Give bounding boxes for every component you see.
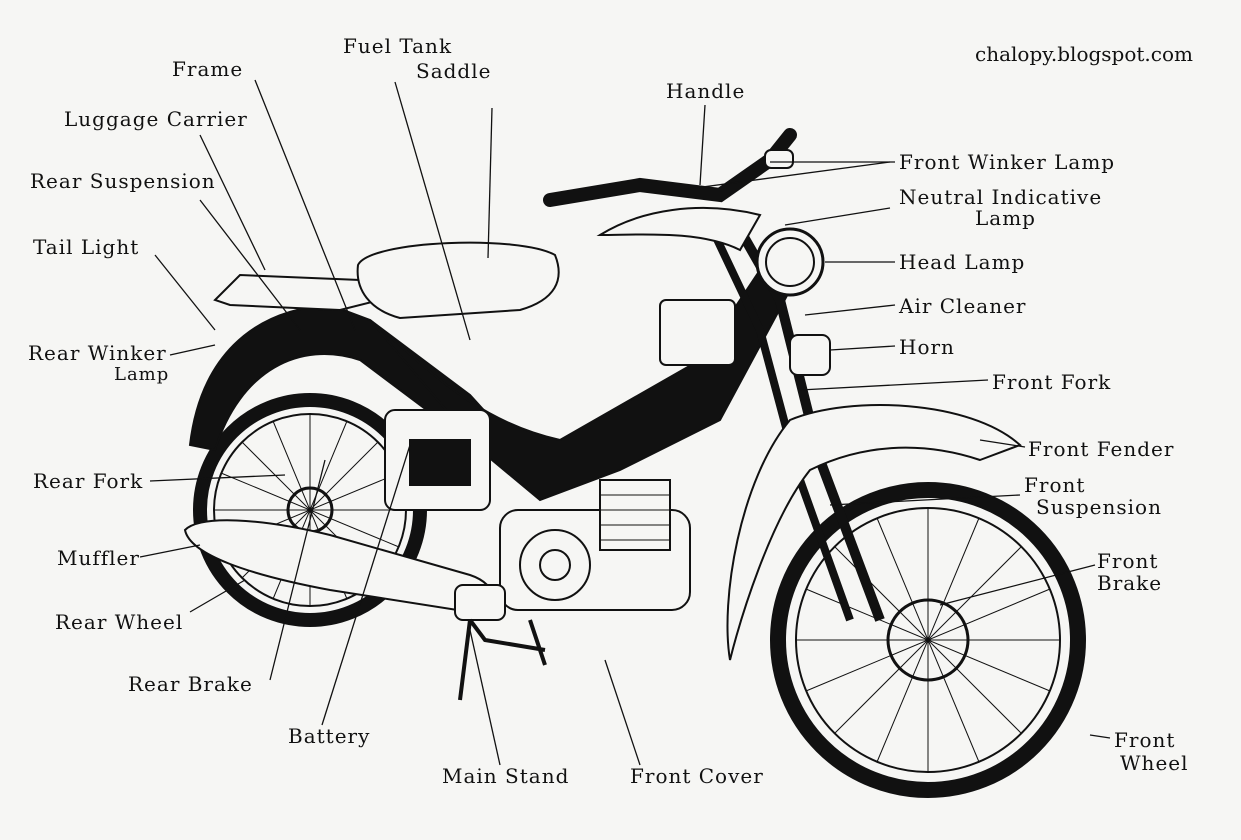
label-rear-winker-lamp-2: Lamp [114,364,170,385]
label-front-wheel-2: Wheel [1120,751,1189,775]
label-fuel-tank: Fuel Tank [343,34,453,58]
label-horn: Horn [899,335,955,359]
label-rear-suspension: Rear Suspension [30,169,216,193]
label-rear-winker-lamp-1: Rear Winker [28,341,167,365]
label-luggage-carrier: Luggage Carrier [64,107,248,131]
label-front-fender: Front Fender [1028,437,1175,461]
front-wheel-drawing [770,482,1086,798]
label-air-cleaner: Air Cleaner [899,294,1027,318]
engine-drawing [499,479,691,611]
head-lamp-drawing [755,227,825,297]
motorcycle-illustration [139,79,1111,798]
label-neutral-indicative-lamp-2: Lamp [975,206,1036,230]
label-rear-brake: Rear Brake [128,672,253,696]
saddle-drawing [356,241,560,320]
label-muffler: Muffler [57,546,140,570]
label-front-wheel-1: Front [1114,728,1176,752]
label-rear-fork: Rear Fork [33,469,144,493]
luggage-carrier-drawing [213,273,382,312]
main-stand-drawing [458,618,547,701]
label-rear-wheel: Rear Wheel [55,610,184,634]
label-front-brake-2: Brake [1097,571,1163,595]
horn-drawing [789,334,831,376]
label-main-stand: Main Stand [442,764,570,788]
label-front-cover: Front Cover [630,764,764,788]
leader-lines [139,79,1111,766]
label-front-brake-1: Front [1097,549,1159,573]
label-handle: Handle [666,79,746,103]
label-saddle: Saddle [416,59,492,83]
label-tail-light: Tail Light [33,235,140,259]
handle-drawing [543,128,797,252]
label-front-suspension-1: Front [1024,473,1086,497]
credit-text: chalopy.blogspot.com [975,42,1193,66]
front-fender-drawing [726,404,1022,661]
label-head-lamp: Head Lamp [899,250,1026,274]
label-front-fork: Front Fork [992,370,1112,394]
label-front-suspension-2: Suspension [1036,495,1162,519]
air-cleaner-drawing [659,299,736,366]
label-front-winker-lamp: Front Winker Lamp [899,150,1116,174]
label-neutral-indicative-lamp-1: Neutral Indicative [899,185,1103,209]
label-battery: Battery [288,724,371,748]
label-frame: Frame [172,57,244,81]
